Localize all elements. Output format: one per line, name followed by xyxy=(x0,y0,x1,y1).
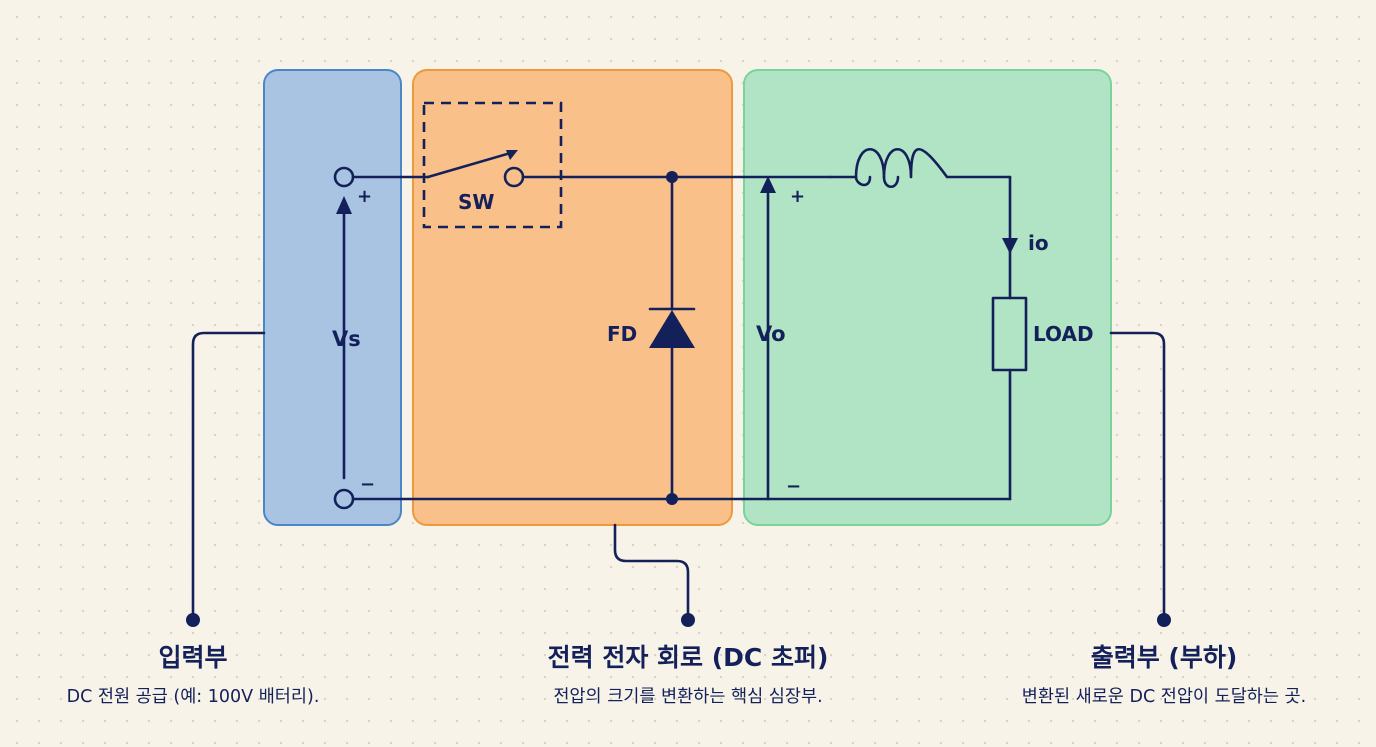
switch-label: SW xyxy=(458,190,494,214)
vs-arrow-head xyxy=(336,196,352,214)
converter-caption: 전력 전자 회로 (DC 초퍼) 전압의 크기를 변환하는 핵심 심장부. xyxy=(488,642,888,710)
input-section-panel xyxy=(263,69,402,526)
input-caption-title: 입력부 xyxy=(158,643,228,672)
switch-blade-arrow xyxy=(506,150,518,160)
output-minus-sign: − xyxy=(786,476,801,497)
output-caption-title: 출력부 (부하) xyxy=(1090,643,1238,672)
load-label: LOAD xyxy=(1033,322,1094,346)
converter-section-panel xyxy=(412,69,733,526)
converter-leader-dot xyxy=(681,613,695,627)
current-label: io xyxy=(1028,231,1049,255)
output-leader-dot xyxy=(1157,613,1171,627)
input-leader-dot xyxy=(186,613,200,627)
converter-caption-title: 전력 전자 회로 (DC 초퍼) xyxy=(547,643,829,672)
input-leader-line xyxy=(191,331,266,622)
inductor-coil-cleanup xyxy=(854,175,900,189)
input-plus-sign: + xyxy=(357,186,372,207)
vo-arrow-head xyxy=(760,176,776,193)
converter-leader-line xyxy=(613,523,690,622)
input-voltage-label: Vs xyxy=(332,327,361,351)
output-leader-line xyxy=(1109,331,1166,622)
inductor-coil xyxy=(828,148,1012,179)
diode-triangle xyxy=(649,310,695,348)
output-caption-description: 변환된 새로운 DC 전압이 도달하는 곳. xyxy=(1021,687,1307,707)
output-voltage-label: Vo xyxy=(756,322,786,346)
output-section-panel xyxy=(743,69,1112,526)
converter-caption-description: 전압의 크기를 변환하는 핵심 심장부. xyxy=(553,687,823,707)
input-minus-sign: − xyxy=(360,474,375,495)
diode-label: FD xyxy=(607,322,637,346)
output-caption: 출력부 (부하) 변환된 새로운 DC 전압이 도달하는 곳. xyxy=(984,642,1344,710)
current-arrow-icon xyxy=(1002,238,1018,254)
input-caption-description: DC 전원 공급 (예: 100V 배터리). xyxy=(66,687,320,707)
switch-box xyxy=(422,101,563,229)
switch-blade xyxy=(426,150,516,179)
output-plus-sign: + xyxy=(790,186,805,207)
input-caption: 입력부 DC 전원 공급 (예: 100V 배터리). xyxy=(43,642,343,710)
